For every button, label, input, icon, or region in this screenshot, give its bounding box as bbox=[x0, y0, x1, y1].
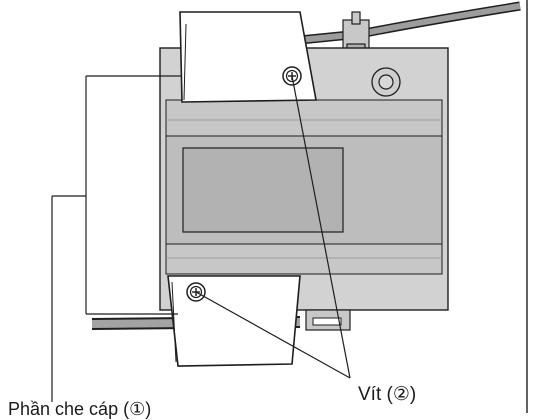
device-body bbox=[159, 47, 449, 311]
cable-clamp bbox=[342, 11, 370, 55]
screw-leader-lines bbox=[195, 75, 351, 379]
bottom-tab bbox=[305, 309, 351, 331]
screw-label: Vít (②) bbox=[358, 384, 417, 405]
cable-cover-label: Phần che cáp (①) bbox=[8, 399, 152, 419]
knob-icon bbox=[371, 67, 401, 97]
cable-cover-upper bbox=[179, 11, 317, 103]
cover-leader-bracket bbox=[51, 75, 182, 402]
